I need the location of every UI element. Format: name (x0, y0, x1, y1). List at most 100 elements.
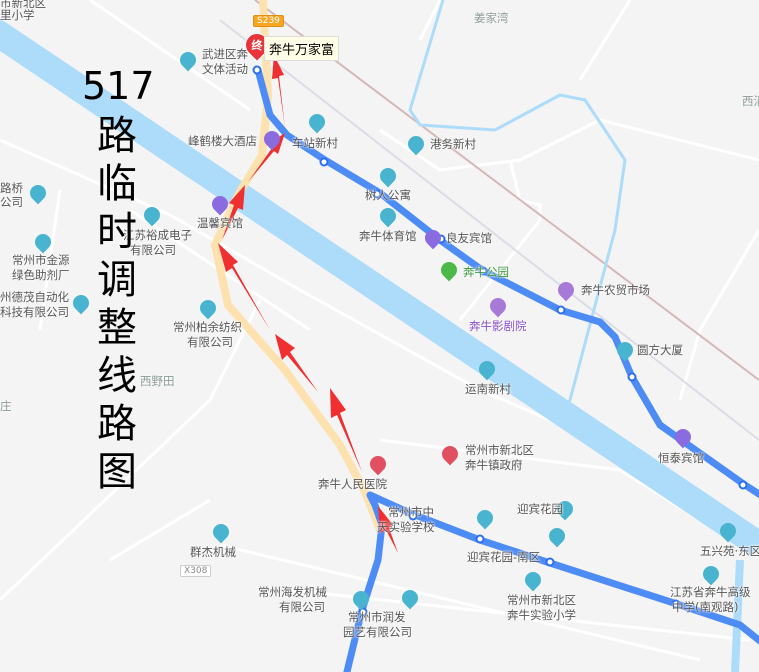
title-char: 临 (97, 161, 137, 207)
bus-stop-icon[interactable] (556, 305, 566, 315)
poi-label: 峰鹤楼大酒店 (188, 134, 257, 148)
poi-label: 树人公寓 (365, 188, 411, 202)
arrow-icon (275, 334, 318, 392)
bus-stop-icon[interactable] (738, 480, 748, 490)
place-label: 姜家湾 (474, 11, 509, 25)
poi-label: 有限公司 (187, 335, 233, 349)
detour-arrows (218, 55, 398, 553)
poi-label: 文体活动 (202, 62, 248, 76)
poi-label: 江苏裕成电子 (123, 228, 192, 242)
poi-label: 绿色助剂厂 (12, 268, 70, 282)
place-label: 西野田 (140, 374, 175, 388)
poi-label: 圆方大厦 (637, 343, 683, 357)
bus-stop-icon[interactable] (372, 189, 382, 199)
road (578, 0, 632, 81)
road (0, 138, 621, 452)
railway (254, 0, 759, 381)
road (678, 229, 759, 401)
poi-label: 江苏省奔牛高级 (670, 585, 751, 599)
stream (408, 0, 627, 421)
road (109, 498, 211, 562)
poi-label: 奔牛镇政府 (465, 458, 523, 472)
canal (0, 18, 759, 557)
poi-label: 运南新村 (465, 382, 511, 396)
endpoint-label: 奔牛万家富 (264, 36, 340, 61)
poi-label: 常州海发机械 (258, 585, 327, 599)
title-char: 图 (97, 449, 137, 495)
poi-label: 公司 (0, 195, 23, 209)
bus-stop-icon[interactable] (545, 557, 555, 567)
title-char: 线 (97, 353, 137, 399)
bus-stop-icon[interactable] (408, 511, 418, 521)
arrow-icon (330, 388, 362, 472)
poi-label: 奔牛体育馆 (359, 229, 417, 243)
arrow-icon (218, 243, 270, 330)
poi-label: 科技有限公司 (0, 305, 69, 319)
title-char: 时 (97, 209, 137, 255)
poi-label: 港务新村 (430, 137, 476, 151)
poi-label: 五兴苑·东区 (700, 544, 759, 558)
road-shield-s239: S239 (253, 15, 284, 27)
poi-label: 常州市中 (388, 505, 434, 519)
road (219, 543, 701, 662)
poi-label: 常州市金源 (12, 253, 70, 267)
title-char: 路 (97, 401, 137, 447)
map-title: 517 路 临 时 调 整 线 路 图 (82, 62, 155, 496)
poi-label: 车站新村 (292, 136, 338, 150)
road (379, 118, 759, 172)
poi-label: 群杰机械 (190, 545, 236, 559)
poi-label: 有限公司 (130, 243, 176, 257)
bus-stop-icon[interactable] (671, 599, 681, 609)
poi-label: 迎宾花园 (517, 502, 563, 516)
poi-label: 路桥 (0, 181, 23, 195)
poi-label: 良友宾馆 (446, 231, 492, 245)
poi-label: 恒泰宾馆 (658, 451, 704, 465)
bus-stops (252, 65, 748, 617)
poi-label: 奔牛影剧院 (469, 319, 527, 333)
poi-label: 州德茂自动化 (0, 290, 69, 304)
poi-label: 常州市润发 (348, 610, 406, 624)
poi-label: 常州市新北区 (465, 443, 534, 457)
place-label: 西消 (742, 94, 759, 108)
bus-stop-icon[interactable] (252, 65, 262, 75)
road (89, 0, 251, 112)
poi-label: 武进区奔 (202, 47, 248, 61)
railway (219, 19, 759, 441)
poi-label: 中学(南观路) (672, 600, 739, 614)
bus-route-north[interactable] (254, 69, 759, 499)
poi-label: 有限公司 (279, 600, 325, 614)
poi-label: 温馨宾馆 (197, 216, 243, 230)
poi-label: 奔牛人民医院 (318, 477, 387, 491)
stream (731, 559, 744, 672)
bus-stop-icon[interactable] (319, 157, 329, 167)
bus-stop-icon[interactable] (627, 372, 637, 382)
poi-label: 奔牛农贸市场 (581, 283, 650, 297)
bus-route-south[interactable] (343, 491, 759, 672)
bus-stop-icon[interactable] (475, 534, 485, 544)
bus-stop-icon[interactable] (358, 607, 368, 617)
poi-label: 常州市新北区 (507, 593, 576, 607)
poi-label: 奔牛实验小学 (507, 608, 576, 622)
road (458, 159, 542, 321)
poi-label: 常州柏余纺织 (173, 320, 242, 334)
route-number: 517 (82, 64, 155, 108)
poi-label: 迎宾花园-南区 (467, 550, 541, 564)
poi-label: 园艺有限公司 (343, 625, 412, 639)
arrow-icon (222, 185, 245, 240)
arrow-icon (272, 55, 285, 128)
title-char: 调 (97, 257, 137, 303)
road-shield-x308: X308 (180, 565, 212, 577)
poi-label: 市新北区 (0, 0, 46, 10)
title-char: 整 (97, 305, 137, 351)
poi-label: 奔牛公园 (463, 265, 509, 279)
road (38, 189, 62, 331)
poi-label: 天实验学校 (377, 520, 435, 534)
bus-stop-icon[interactable] (478, 266, 488, 276)
title-char: 路 (97, 113, 137, 159)
main-road-s239 (210, 0, 384, 534)
place-label: 庄 (0, 399, 12, 413)
road (0, 299, 262, 602)
